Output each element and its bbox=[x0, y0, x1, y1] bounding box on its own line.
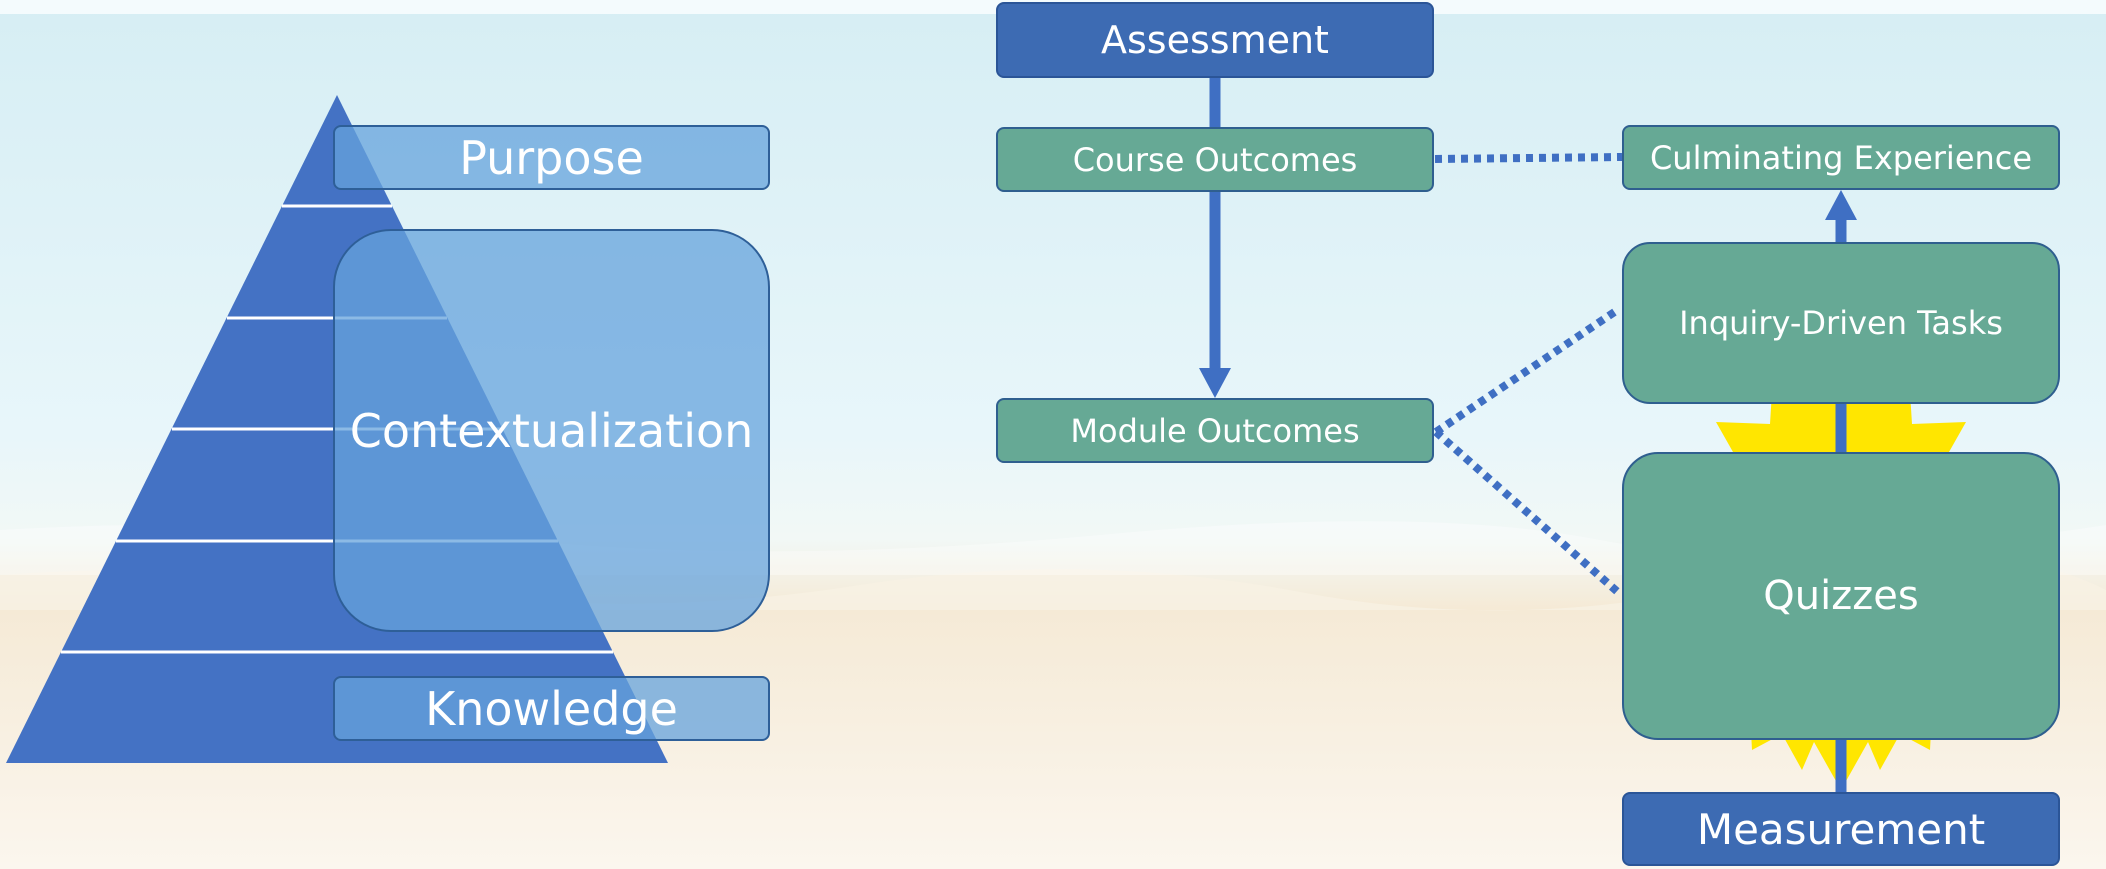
dotted-module-to-inquiry bbox=[1433, 307, 1619, 436]
measurement-box: Measurement bbox=[1622, 792, 2060, 866]
purpose-label: Purpose bbox=[333, 125, 770, 190]
arrowhead-module bbox=[1199, 368, 1231, 398]
arrowhead-culminating bbox=[1825, 190, 1857, 220]
module-outcomes-box: Module Outcomes bbox=[996, 398, 1434, 463]
assessment-box: Assessment bbox=[996, 2, 1434, 78]
contextualization-label: Contextualization bbox=[333, 229, 770, 632]
dotted-module-to-quizzes bbox=[1433, 428, 1623, 598]
quizzes-box: Quizzes bbox=[1622, 452, 2060, 740]
course-outcomes-box: Course Outcomes bbox=[996, 127, 1434, 192]
inquiry-driven-tasks-box: Inquiry-Driven Tasks bbox=[1622, 242, 2060, 404]
culminating-experience-box: Culminating Experience bbox=[1622, 125, 2060, 190]
knowledge-label: Knowledge bbox=[333, 676, 770, 741]
dotted-course-to-culminating bbox=[1434, 153, 1623, 163]
